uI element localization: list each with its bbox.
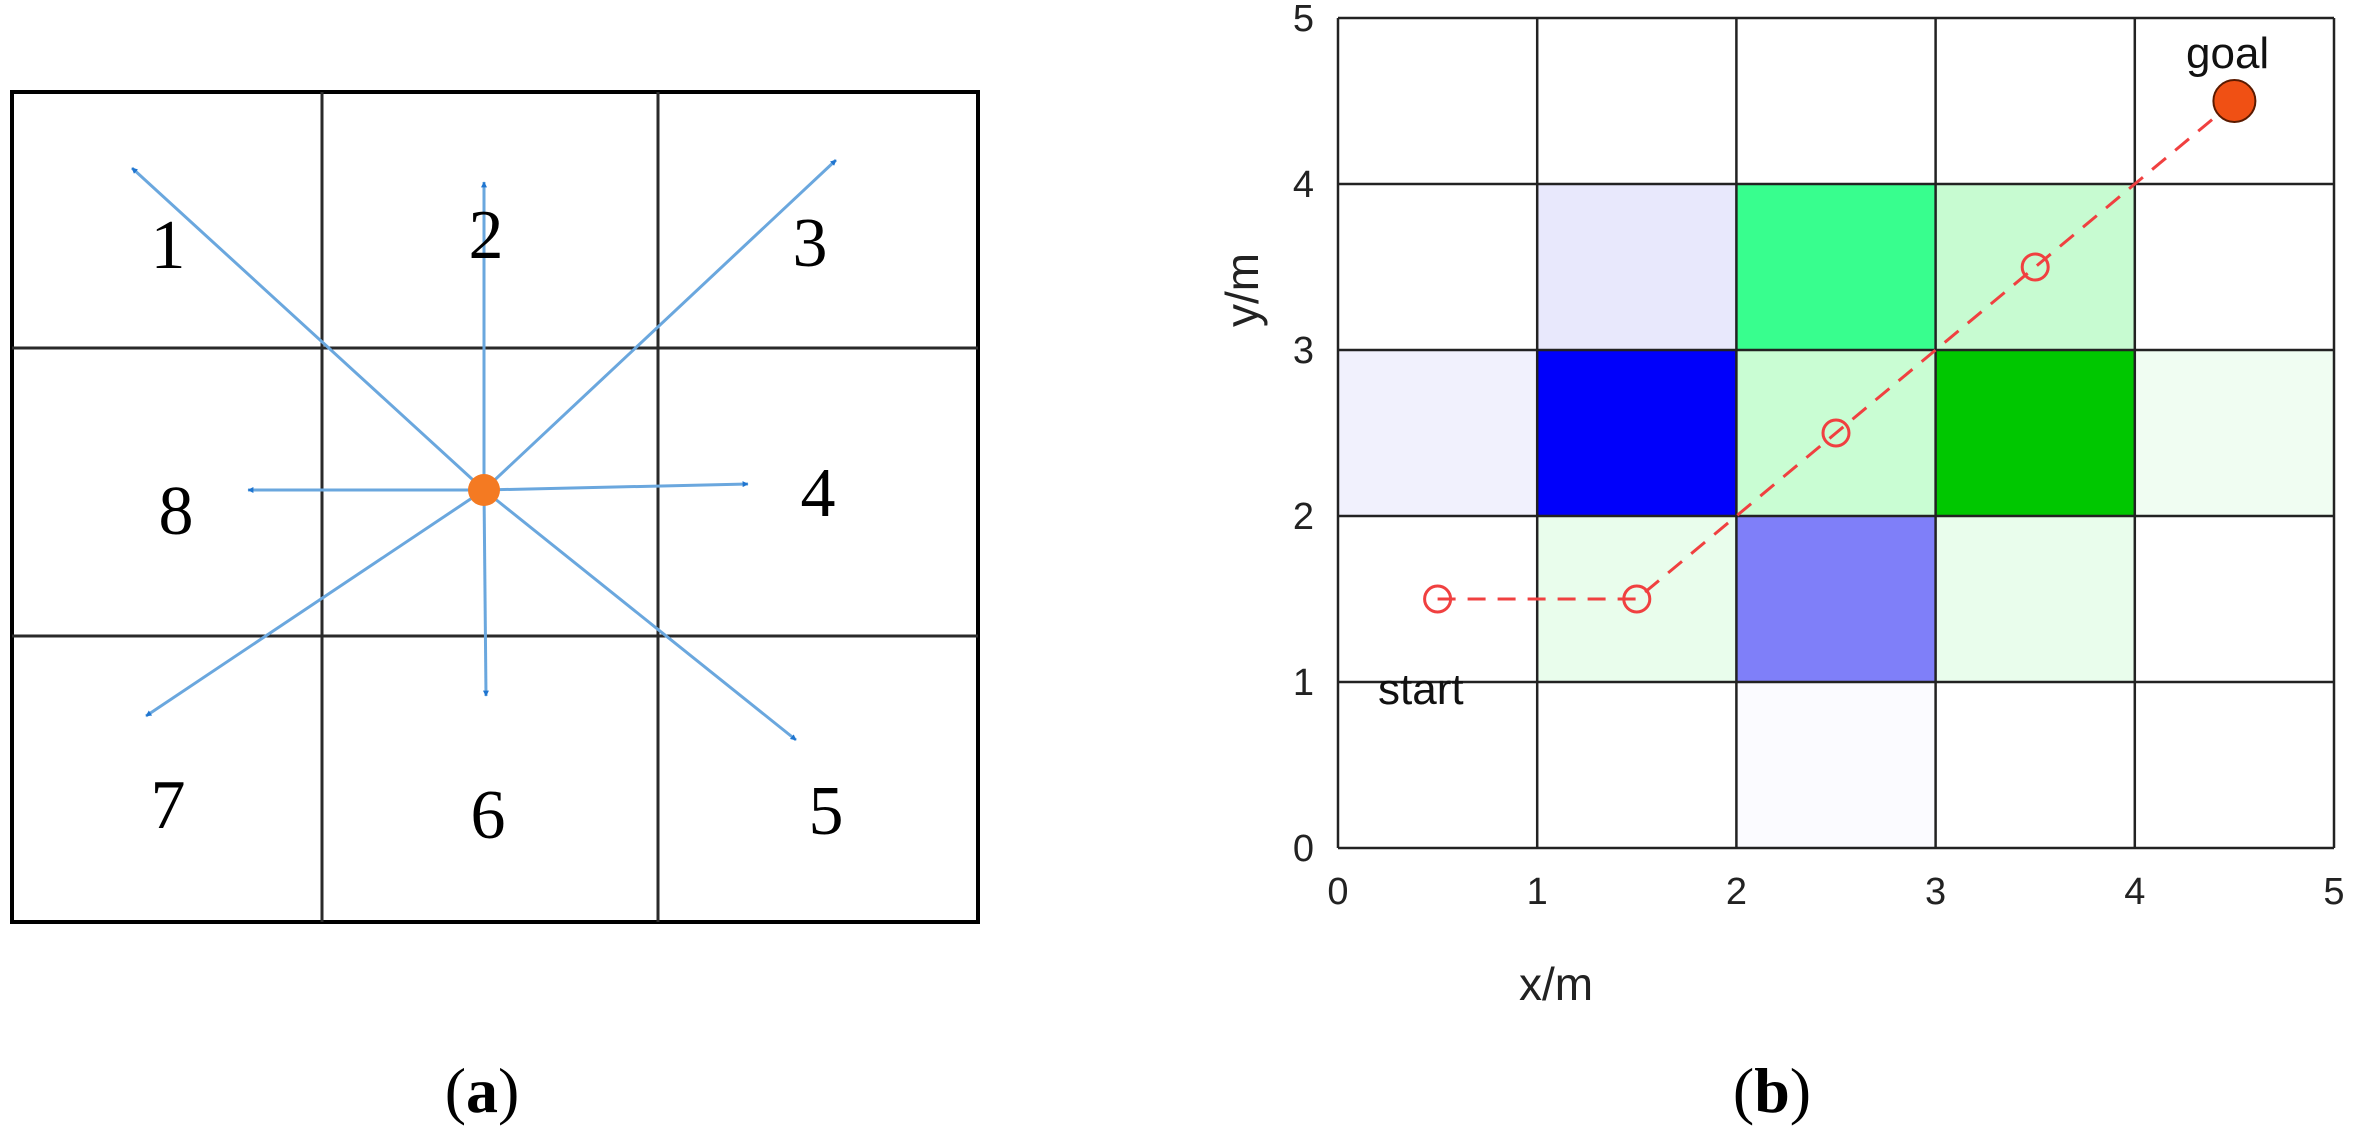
path-line	[1437, 99, 2236, 601]
start-label: start	[1378, 665, 1464, 714]
center-node	[468, 474, 500, 506]
heatmap-cell	[1935, 516, 2135, 682]
direction-labels: 1 2 3 4 5 6 7 8	[151, 197, 844, 854]
path-waypoint	[1423, 584, 1453, 614]
heatmap-cell	[1736, 516, 1936, 682]
direction-arrow-7	[145, 488, 485, 718]
y-tick-label: 0	[1293, 828, 1314, 870]
direction-label-4: 4	[801, 455, 836, 532]
direction-label-6: 6	[471, 777, 506, 854]
heatmap-cell	[1736, 184, 1936, 350]
heatmap-cell	[1537, 350, 1737, 516]
x-tick-label: 2	[1726, 871, 1747, 913]
direction-label-8: 8	[159, 473, 194, 550]
panel-a: 1 2 3 4 5 6 7 8 (a)	[10, 90, 980, 1126]
heatmap-cell	[1537, 184, 1737, 350]
x-tick-label: 1	[1527, 871, 1548, 913]
y-tick-label: 1	[1293, 662, 1314, 704]
direction-label-2: 2	[469, 197, 504, 274]
direction-arrow-1	[130, 166, 486, 492]
direction-arrow-5	[483, 488, 797, 742]
heatmap-cell	[2134, 350, 2334, 516]
x-axis-label: x/m	[1519, 958, 1593, 1010]
panel-b: 0 1 2 3 4 5 0 1 2 3 4 5 x/m y/m start goal (b)	[1216, 0, 2345, 1126]
heatmap-grid	[1336, 16, 2336, 850]
panel-a-caption: (a)	[445, 1055, 520, 1126]
direction-arrow-6	[482, 489, 489, 697]
path-waypoint	[1821, 418, 1851, 448]
heatmap-cell	[1736, 682, 1936, 848]
direction-arrows	[130, 158, 838, 742]
y-axis-label: y/m	[1216, 253, 1268, 327]
direction-label-3: 3	[793, 205, 828, 282]
direction-arrow-3	[482, 158, 838, 492]
path-waypoint	[2020, 252, 2050, 282]
direction-label-1: 1	[151, 207, 186, 284]
heatmap-cell	[1935, 184, 2135, 350]
direction-label-5: 5	[809, 773, 844, 850]
y-tick-label: 4	[1293, 164, 1314, 206]
direction-arrow-4	[483, 481, 749, 492]
panel-a-grid-lines	[12, 92, 978, 922]
x-tick-label: 3	[1925, 871, 1946, 913]
goal-marker	[2212, 79, 2257, 123]
heatmap-cell	[1935, 350, 2135, 516]
y-tick-label: 5	[1293, 0, 1314, 40]
panel-a-grid-border	[10, 90, 980, 924]
y-tick-label: 2	[1293, 496, 1314, 538]
planned-path	[1423, 79, 2257, 614]
panel-b-caption: (b)	[1733, 1055, 1811, 1126]
y-tick-labels: 0 1 2 3 4 5	[1293, 0, 1314, 870]
y-tick-label: 3	[1293, 330, 1314, 372]
goal-label: goal	[2186, 29, 2269, 78]
path-waypoint	[1622, 584, 1652, 614]
x-tick-label: 0	[1327, 871, 1348, 913]
x-tick-label: 5	[2323, 871, 2344, 913]
direction-label-7: 7	[151, 767, 186, 844]
x-tick-label: 4	[2124, 871, 2145, 913]
x-tick-labels: 0 1 2 3 4 5	[1327, 871, 2344, 913]
heatmap-cell	[1338, 350, 1538, 516]
